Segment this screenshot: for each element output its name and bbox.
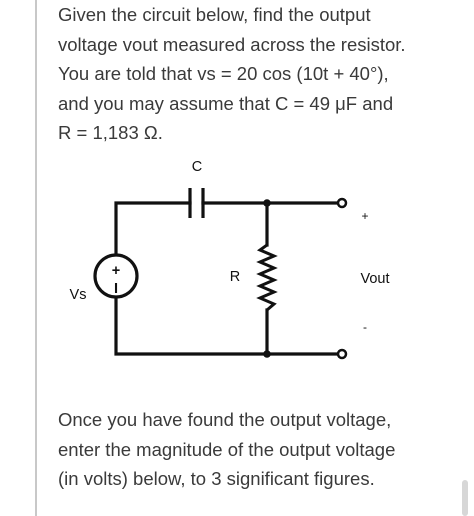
capacitor [188, 188, 205, 218]
resistor-label: R [230, 269, 240, 285]
problem-line-5: R = 1,183 Ω. [58, 122, 163, 143]
output-terminal-top [336, 197, 348, 209]
source-label: Vs [70, 287, 87, 303]
problem-line-4: and you may assume that C = 49 μF and [58, 92, 394, 114]
problem-statement: Given the circuit below, find the output… [58, 0, 458, 148]
output-minus-sign: - [363, 320, 367, 334]
top-left-wire [114, 201, 192, 257]
instruction-line-2: enter the magnitude of the output voltag… [58, 438, 396, 460]
left-border [35, 0, 37, 516]
bottom-junction-dot [263, 350, 271, 358]
capacitor-label: C [192, 159, 202, 175]
instruction-text: Once you have found the output voltage, … [58, 405, 458, 494]
problem-line-1: Given the circuit below, find the output [58, 4, 371, 25]
instruction-line-1: Once you have found the output voltage, [58, 409, 392, 430]
problem-line-3: You are told that vs = 20 cos (10t + 40°… [58, 63, 389, 84]
resistor [256, 243, 278, 312]
bottom-wire [114, 295, 340, 356]
top-junction-dot [263, 199, 271, 207]
source-minus-sign: I [114, 281, 118, 297]
problem-line-2: voltage vout measured across the resisto… [58, 33, 406, 55]
instruction-line-3: (in volts) below, to 3 significant figur… [58, 468, 375, 489]
voltage-source [93, 253, 139, 299]
output-terminal-bottom [336, 348, 348, 360]
output-plus-sign: + [361, 209, 368, 223]
source-plus-sign: + [112, 263, 120, 279]
scrollbar-thumb[interactable] [462, 480, 468, 516]
output-label: Vout [360, 271, 389, 287]
